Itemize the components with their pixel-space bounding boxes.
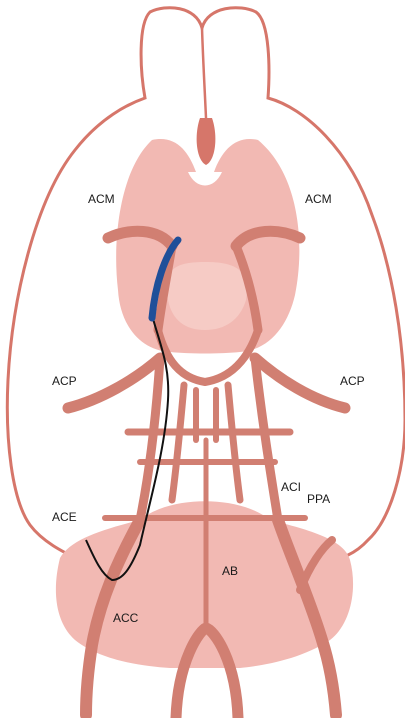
label-ace: ACE xyxy=(52,511,77,523)
label-acp-left: ACP xyxy=(52,375,77,387)
label-acm-left: ACM xyxy=(88,193,115,205)
label-ab: AB xyxy=(222,565,238,577)
label-acc: ACC xyxy=(113,612,138,624)
label-aci: ACI xyxy=(281,481,301,493)
label-acm-right: ACM xyxy=(305,193,332,205)
label-ppa: PPA xyxy=(307,493,330,505)
label-acp-right: ACP xyxy=(340,375,365,387)
